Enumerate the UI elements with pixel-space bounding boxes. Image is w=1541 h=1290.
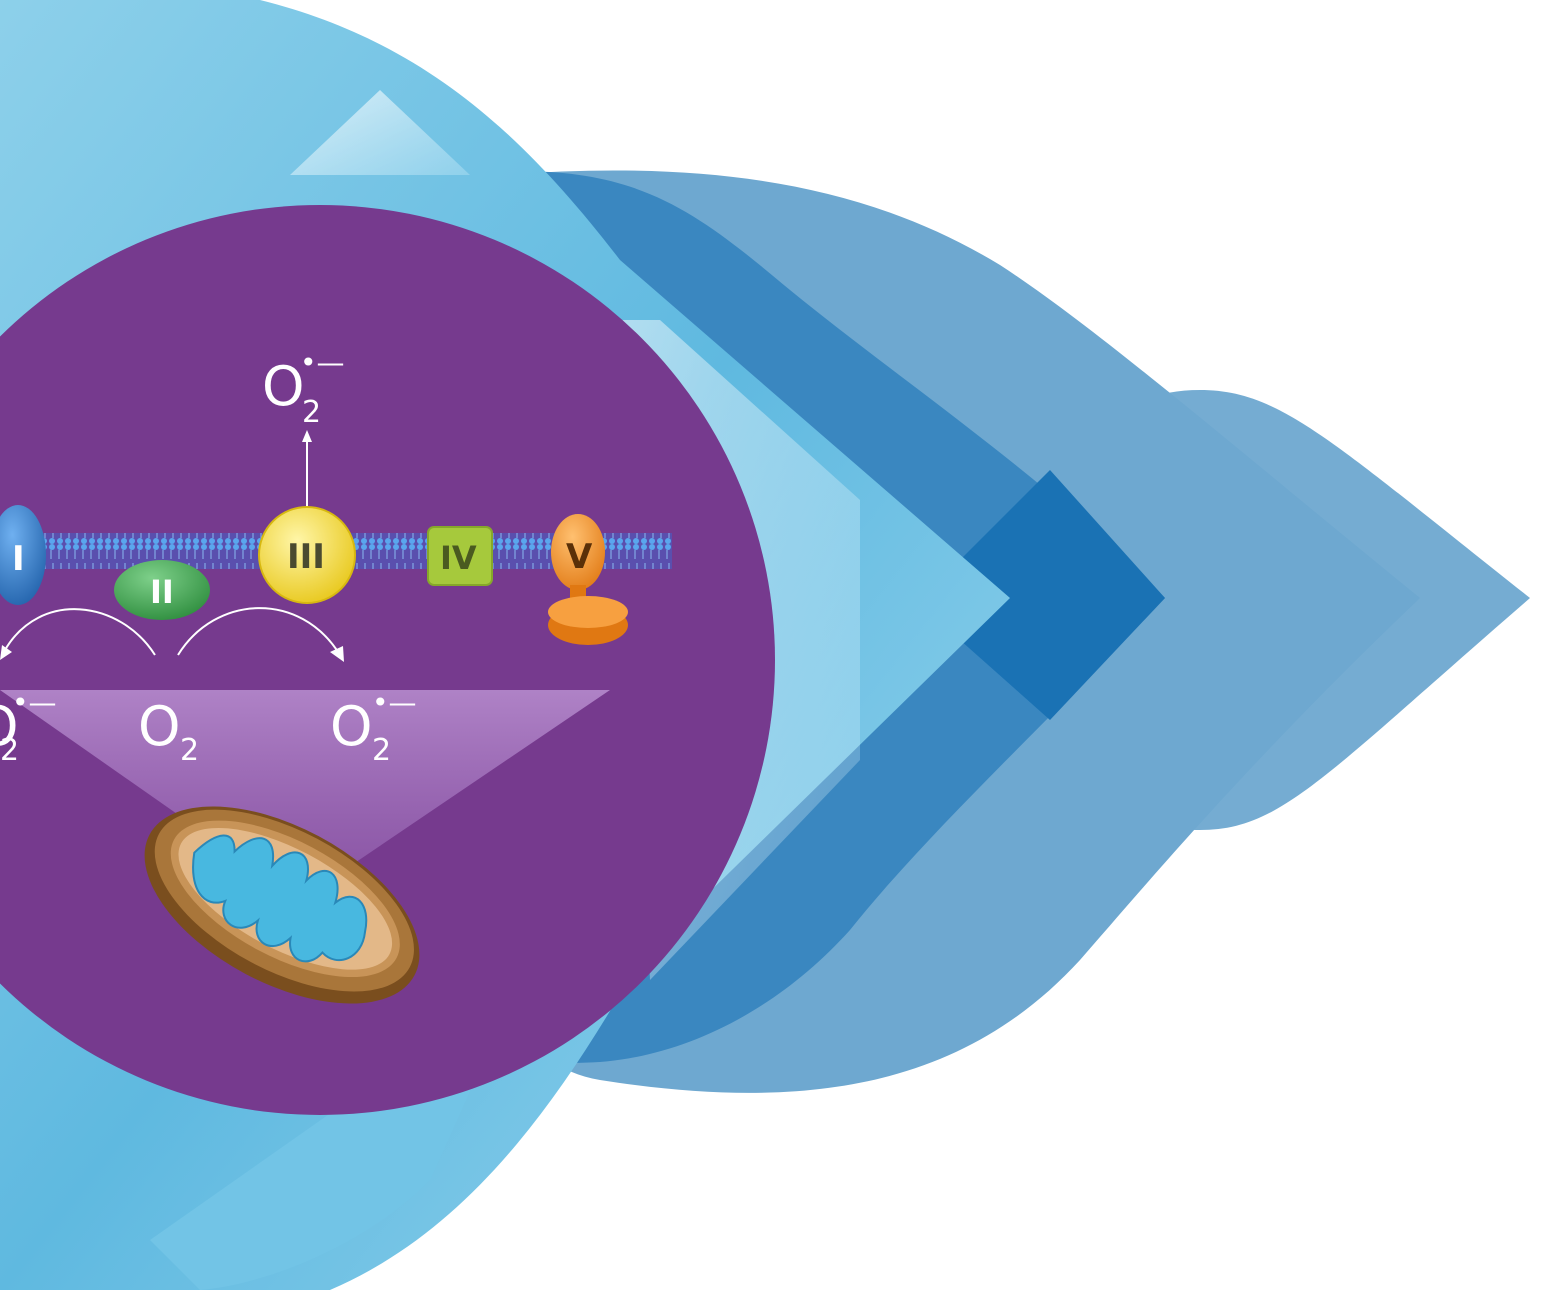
- mitochondrion-icon: [144, 806, 420, 1004]
- superoxide-right-sub: 2: [372, 733, 391, 768]
- superoxide-left: O 2 •—: [0, 686, 57, 768]
- superoxide-top-sup: •—: [300, 346, 345, 379]
- curved-arrow-right: [177, 607, 341, 656]
- oxygen-center-sub: 2: [180, 733, 199, 768]
- superoxide-right-base: O: [330, 695, 373, 758]
- curved-arrow-left-head: [0, 645, 12, 660]
- complex-V-label: V: [566, 537, 593, 577]
- complex-IV: IV: [427, 526, 493, 586]
- complex-II: II: [114, 560, 210, 620]
- superoxide-left-base: O: [0, 695, 19, 758]
- complex-III-label: III: [287, 537, 325, 577]
- complex-I-label: I: [12, 539, 25, 579]
- oxygen-center: O 2: [138, 695, 199, 768]
- focus-cone: [0, 690, 610, 900]
- superoxide-top: O 2 •—: [262, 346, 345, 430]
- complex-III: III: [258, 506, 356, 604]
- complex-V: V: [548, 514, 628, 645]
- overlap-blue-shape: [960, 470, 1165, 720]
- curved-arrow-right-head: [330, 646, 344, 662]
- superoxide-top-sub: 2: [302, 395, 321, 430]
- white-stripe-upper: [290, 90, 470, 175]
- complex-IV-label: IV: [440, 539, 477, 577]
- oxygen-center-base: O: [138, 695, 181, 758]
- superoxide-right: O 2 •—: [330, 686, 417, 768]
- complex-II-label: II: [150, 573, 174, 611]
- superoxide-top-base: O: [262, 355, 305, 418]
- upward-arrow-head: [302, 430, 312, 442]
- superoxide-right-sup: •—: [372, 686, 417, 719]
- superoxide-left-sup: •—: [12, 686, 57, 719]
- superoxide-left-sub: 2: [0, 733, 19, 768]
- complex-I: I: [0, 505, 46, 605]
- curved-arrow-left: [4, 608, 156, 656]
